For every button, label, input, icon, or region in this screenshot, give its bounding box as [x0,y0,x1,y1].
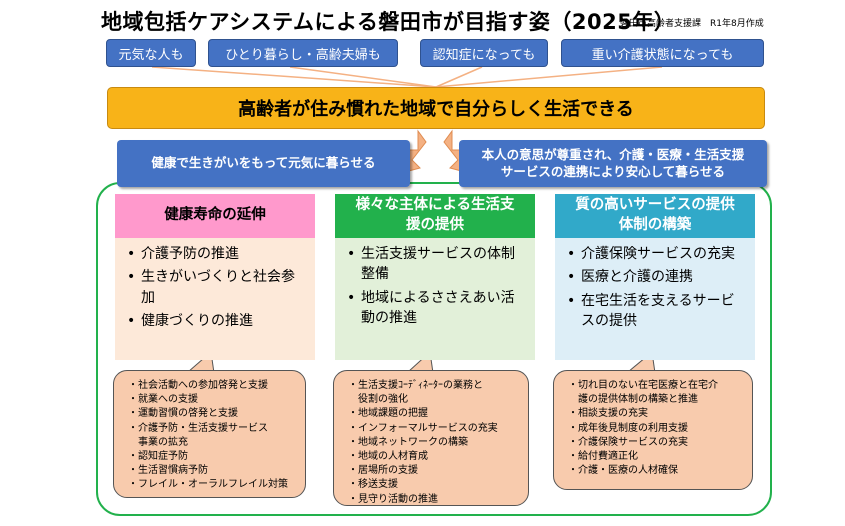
bullet-item: 地域によるささえあい活動の推進 [345,288,527,329]
detail-item: 事業の拡充 [128,436,188,448]
detail-item: ・切れ目のない在宅医療と在宅介 [568,380,718,391]
sub-goal-line: 本人の意思が尊重され、介護・医療・生活支援 [481,146,745,162]
detail-item: ・給付費適正化 [568,450,638,462]
detail-item: ・認知症予防 [128,450,188,462]
detail-item: ・介護予防・生活支援サービス [128,422,268,434]
heading-line: 健康寿命の延伸 [164,207,266,224]
detail-item: ・生活習慣病予防 [128,465,208,477]
detail-item: ・生活支援ｺｰﾃﾞｨﾈｰﾀｰの業務と [348,380,483,391]
sub-goal-line: サービスの連携により安心して暮らせる [500,163,726,179]
target-tag-heavy-care: 重い介護状態になっても [561,39,764,67]
detail-item: ・インフォーマルサービスの充実 [348,422,498,434]
detail-item: ・居場所の支援 [348,465,418,477]
page-title: 地域包括ケアシステムによる磐田市が目指す姿（2025年） [101,10,676,34]
page-subtitle: 磐田市高齢者支援課 R1年8月作成 [620,19,764,29]
column-heading: 健康寿命の延伸 [115,194,315,238]
detail-bubble-quality-service: ・切れ目のない在宅医療と在宅介 護の提供体制の構築と推進 ・相談支援の充実 ・成… [553,370,753,490]
heading-line: 様々な主体による生活支 [355,197,515,214]
bullet-item: 健康づくりの推進 [125,311,307,332]
connector-line [151,66,437,88]
heading-line: 質の高いサービスの提供 [575,197,735,214]
bullet-item: 医療と介護の連携 [565,267,747,288]
detail-item: ・移送支援 [348,479,398,491]
bullet-item: 介護保険サービスの充実 [565,244,747,265]
detail-item: 護の提供体制の構築と推進 [568,394,698,406]
main-goal: 高齢者が住み慣れた地域で自分らしく生活できる [107,87,765,129]
detail-item: ・相談支援の充実 [568,408,648,420]
column-panel: 介護保険サービスの充実 医療と介護の連携 在宅生活を支えるサービスの提供 [555,238,755,360]
connector-line [435,66,663,88]
column-heading: 質の高いサービスの提供 体制の構築 [555,194,755,238]
detail-item: ・成年後見制度の利用支援 [568,422,688,434]
connector-line [435,66,483,88]
bullet-item: 生きがいづくりと社会参加 [125,267,307,308]
measures-frame [96,182,772,516]
detail-item: ・社会活動への参加啓発と支援 [128,380,268,391]
detail-item: ・介護・医療の人材確保 [568,465,678,477]
detail-item: ・地域ネットワークの構築 [348,436,468,448]
target-tag-healthy: 元気な人も [106,39,196,67]
detail-item: ・フレイル・オーラルフレイル対策 [128,479,288,491]
detail-item: 役割の強化 [348,394,408,406]
column-panel: 介護予防の推進 生きがいづくりと社会参加 健康づくりの推進 [115,238,315,360]
bullet-item: 在宅生活を支えるサービスの提供 [565,291,747,332]
detail-item: ・地域課題の把握 [348,408,428,420]
bullet-item: 介護予防の推進 [125,244,307,265]
detail-bubble-healthy-life: ・社会活動への参加啓発と支援 ・就業への支援 ・運動習慣の啓発と支援 ・介護予防… [113,370,306,498]
connector-line [289,66,437,88]
column-heading: 様々な主体による生活支 援の提供 [335,194,535,238]
sub-goal-healthy-living: 健康で生きがいをもって元気に暮らせる [117,140,410,187]
bullet-item: 生活支援サービスの体制整備 [345,244,527,285]
column-life-support: 様々な主体による生活支 援の提供 生活支援サービスの体制整備 地域によるささえあ… [335,194,535,360]
detail-item: ・運動習慣の啓発と支援 [128,408,238,420]
column-quality-service: 質の高いサービスの提供 体制の構築 介護保険サービスの充実 医療と介護の連携 在… [555,194,755,360]
detail-item: ・見守り活動の推進 [348,493,438,505]
detail-item: ・地域の人材育成 [348,450,428,462]
heading-line: 体制の構築 [618,217,692,233]
detail-item: ・就業への支援 [128,394,198,406]
target-tag-living-alone: ひとり暮らし・高齢夫婦も [208,39,398,67]
sub-goal-coordinated-care: 本人の意思が尊重され、介護・医療・生活支援 サービスの連携により安心して暮らせる [459,140,767,187]
target-tag-dementia: 認知症になっても [420,39,548,67]
detail-item: ・介護保険サービスの充実 [568,436,688,448]
heading-line: 援の提供 [406,217,464,233]
column-healthy-life: 健康寿命の延伸 介護予防の推進 生きがいづくりと社会参加 健康づくりの推進 [115,194,315,360]
column-panel: 生活支援サービスの体制整備 地域によるささえあい活動の推進 [335,238,535,360]
detail-bubble-life-support: ・生活支援ｺｰﾃﾞｨﾈｰﾀｰの業務と 役割の強化 ・地域課題の把握 ・インフォー… [333,370,529,506]
